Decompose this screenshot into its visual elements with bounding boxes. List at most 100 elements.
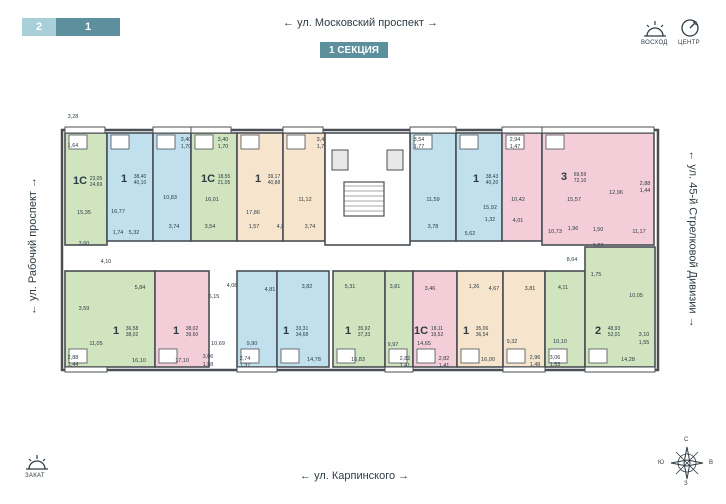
apartment-type-12: 1 [173, 325, 179, 337]
sunset-button[interactable]: ЗАКАТ [22, 454, 52, 484]
sunrise-label: ВОСХОД [641, 40, 668, 46]
apartment-type-1: 1С [73, 175, 87, 187]
room-area-9-1: 10,42 [511, 197, 525, 203]
room-area-3-1: 10,83 [163, 195, 177, 201]
street-bottom-label: ← ул. Карпинского → [300, 470, 409, 482]
balcony-top-5 [409, 126, 457, 134]
apartment-living-2: 40,10 [134, 180, 147, 186]
bathroom-5 [240, 134, 260, 150]
room-area-3-3: 1,70 [181, 144, 192, 150]
room-area-13-2: 2,74 [240, 356, 251, 362]
apartment-living-1: 24,69 [90, 182, 103, 188]
apartment-area-4: 18,55 [218, 174, 231, 180]
bathroom-19 [506, 348, 526, 364]
room-area-18-2: 1,26 [469, 284, 480, 290]
balcony-bottom-1 [64, 366, 108, 373]
tab-section-1[interactable]: 1 [56, 18, 120, 36]
room-area-2-1: 16,77 [111, 209, 125, 215]
room-area-9-4: 4,01 [513, 218, 524, 224]
room-area-15-2: 5,31 [345, 284, 356, 290]
apartment-21 [584, 246, 656, 368]
room-area-8-3: 5,62 [465, 231, 476, 237]
room-area-6-4: 3,74 [305, 224, 316, 230]
apartment-10 [541, 132, 655, 246]
arrow-right-icon: → [395, 470, 410, 482]
room-area-21-4: 1,75 [591, 272, 602, 278]
sunrise-icon [644, 21, 666, 37]
apartment-living-11: 38,02 [126, 332, 139, 338]
apartment-living-14: 34,68 [296, 332, 309, 338]
room-area-1-1: 15,35 [77, 210, 91, 216]
apartment-type-4: 1С [201, 173, 215, 185]
elevator-shaft [386, 149, 404, 171]
apartment-type-17: 1С [414, 325, 428, 337]
room-area-21-1: 14,28 [621, 357, 635, 363]
room-area-5-1: 17,86 [246, 210, 260, 216]
compass-rose: С З Ю В [658, 437, 713, 487]
room-area-10-4: 1,44 [640, 188, 651, 194]
corridor [65, 245, 655, 269]
apartment-living-17: 19,52 [431, 332, 444, 338]
bathroom-9 [505, 134, 525, 150]
tab-section-2[interactable]: 2 [22, 18, 56, 36]
room-area-12-4: 4,08 [227, 283, 238, 289]
room-area-6-2: 3,42 [317, 137, 328, 143]
room-area-11-4: 1,44 [68, 362, 79, 368]
room-area-14-1: 14,78 [307, 357, 321, 363]
apartment-type-11: 1 [113, 325, 119, 337]
bathroom-6 [286, 134, 306, 150]
compass-north: С [684, 437, 689, 443]
apartment-living-21: 52,01 [608, 332, 621, 338]
apartment-living-8: 40,20 [486, 180, 499, 186]
street-top-label: ← ул. Московский проспект → [283, 17, 438, 29]
room-area-19-4: 3,81 [525, 286, 536, 292]
balcony-top-1 [64, 126, 106, 134]
bathroom-4 [194, 134, 214, 150]
room-area-4-3: 1,70 [218, 144, 229, 150]
room-area-19-1: 9,32 [507, 339, 518, 345]
room-area-4-2: 3,40 [218, 137, 229, 143]
apartment-area-10: 69,59 [574, 172, 587, 178]
room-area-15-1: 16,83 [351, 357, 365, 363]
room-area-4-1: 16,01 [205, 197, 219, 203]
apartment-area-14: 33,31 [296, 326, 309, 332]
room-area-12-2: 10,69 [211, 341, 225, 347]
apartment-type-5: 1 [255, 173, 261, 185]
room-area-10-7: 1,50 [593, 227, 604, 233]
bathroom-12 [158, 348, 178, 364]
apartment-area-12: 38,02 [186, 326, 199, 332]
room-area-18-3: 4,67 [489, 286, 500, 292]
room-area-12-5: 3,06 [203, 354, 214, 360]
room-area-7-1: 11,59 [426, 197, 439, 203]
room-area-7-3: 1,77 [414, 144, 425, 150]
room-area-10-8: 1,27 [593, 243, 604, 249]
bathroom-18 [460, 348, 480, 364]
apartment-living-12: 39,60 [186, 332, 199, 338]
center-button[interactable]: ЦЕНТР [678, 18, 708, 48]
balcony-top-6 [501, 126, 543, 134]
arrow-left-icon: ← [283, 17, 298, 29]
section-tabs: 2 1 [22, 18, 120, 36]
sunrise-button[interactable]: ВОСХОД [640, 18, 670, 48]
room-area-20-2: 3,06 [550, 355, 561, 361]
room-area-6-3: 1,71 [317, 144, 328, 150]
bathroom-7 [413, 134, 433, 150]
apartment-type-2: 1 [121, 173, 127, 185]
room-area-10-2: 12,96 [609, 190, 623, 196]
apartment-type-14: 1 [283, 325, 289, 337]
room-area-20-4: 4,11 [558, 285, 568, 291]
room-area-21-3: 8,64 [567, 257, 578, 263]
apartment-9 [501, 132, 543, 242]
apartment-type-21: 2 [595, 325, 601, 337]
bathroom-20 [548, 348, 568, 364]
room-area-19-2: 2,96 [530, 355, 541, 361]
room-area-6-1: 11,12 [298, 197, 311, 203]
apartment-area-1: 23,05 [90, 176, 103, 182]
room-area-1-5: 1,64 [68, 143, 79, 149]
bathroom-14 [280, 348, 300, 364]
balcony-bottom-2 [236, 366, 278, 373]
apartment-area-2: 38,40 [134, 174, 147, 180]
balcony-top-7 [541, 126, 655, 134]
room-area-11-1: 11,05 [89, 341, 102, 347]
compass-south: З [684, 481, 688, 487]
